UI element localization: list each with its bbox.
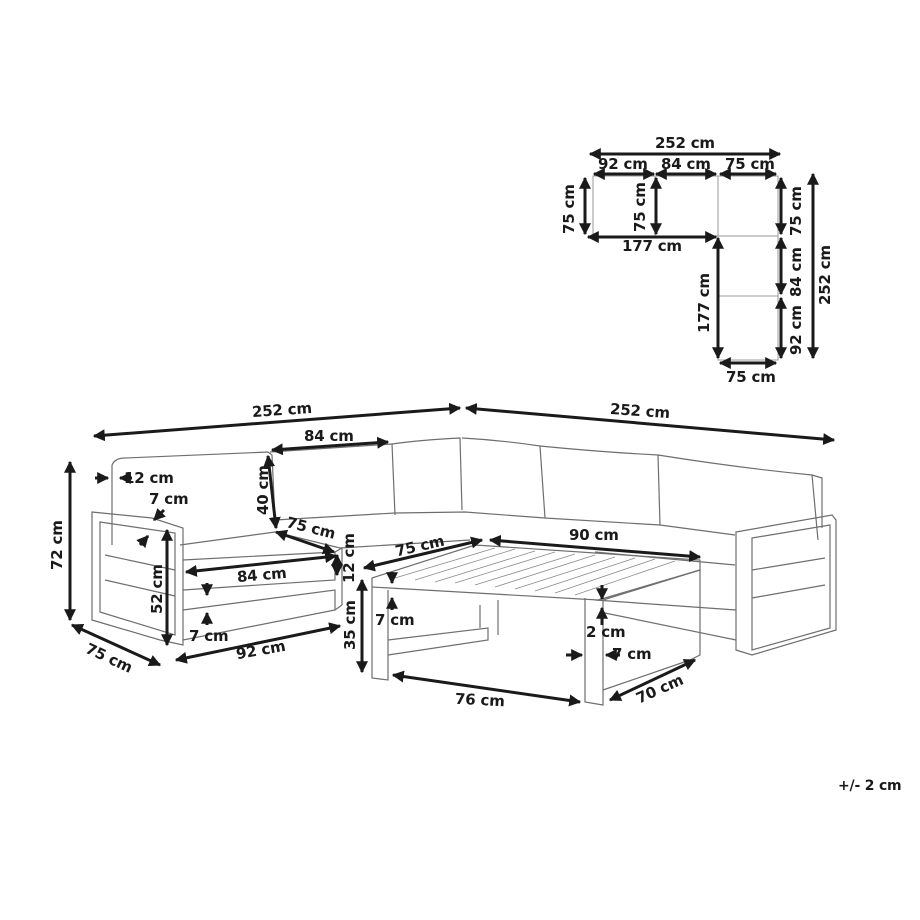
plan-dimension-arrows bbox=[579, 148, 819, 369]
backrest-width-label: 84 cm bbox=[304, 427, 354, 445]
plan-bottom-width-label: 75 cm bbox=[726, 368, 776, 386]
plan-right-depth-label-1: 75 cm bbox=[787, 186, 805, 236]
tolerance-note: +/- 2 cm bbox=[838, 778, 902, 794]
table-inner-length-label: 76 cm bbox=[454, 689, 506, 711]
plan-side-run-label: 177 cm bbox=[695, 273, 713, 333]
seat-width-label: 84 cm bbox=[236, 563, 288, 587]
plan-top-run-label: 177 cm bbox=[622, 237, 682, 255]
armrest-cushion-gap-label: 12 cm bbox=[124, 469, 174, 487]
armrest-thickness-label: 7 cm bbox=[149, 490, 189, 508]
plan-inner-depth-label: 75 cm bbox=[631, 182, 649, 232]
sofa-left-overall-width-label: 252 cm bbox=[251, 398, 313, 422]
sofa-dimension-arrows bbox=[64, 402, 836, 707]
plan-segment-width-label-2: 84 cm bbox=[661, 155, 711, 173]
backrest-height-label: 40 cm bbox=[254, 465, 272, 515]
table-leg-width-label: 7 cm bbox=[612, 645, 652, 663]
plan-overall-height-label: 252 cm bbox=[816, 245, 834, 305]
table-top-thickness-label: 2 cm bbox=[586, 623, 626, 641]
plan-segment-width-label-3: 75 cm bbox=[725, 155, 775, 173]
plan-view bbox=[592, 175, 779, 361]
table-width-label: 90 cm bbox=[569, 526, 619, 544]
sofa-overall-height-label: 72 cm bbox=[48, 520, 66, 570]
arm-height-label: 52 cm bbox=[148, 564, 166, 614]
sofa-right-overall-width-label: 252 cm bbox=[609, 399, 671, 423]
table-apron-label: 7 cm bbox=[375, 611, 415, 629]
plan-overall-width-label: 252 cm bbox=[655, 134, 715, 152]
plan-right-depth-label-3: 92 cm bbox=[787, 305, 805, 355]
frame-rail-label: 7 cm bbox=[189, 627, 229, 645]
plan-right-depth-label-2: 84 cm bbox=[787, 247, 805, 297]
plan-segment-width-label-1: 92 cm bbox=[598, 155, 648, 173]
sofa-drawing bbox=[91, 437, 837, 706]
table-height-label: 35 cm bbox=[341, 600, 359, 650]
seat-cushion-thickness-label: 12 cm bbox=[340, 533, 358, 583]
plan-left-depth-label: 75 cm bbox=[560, 184, 578, 234]
